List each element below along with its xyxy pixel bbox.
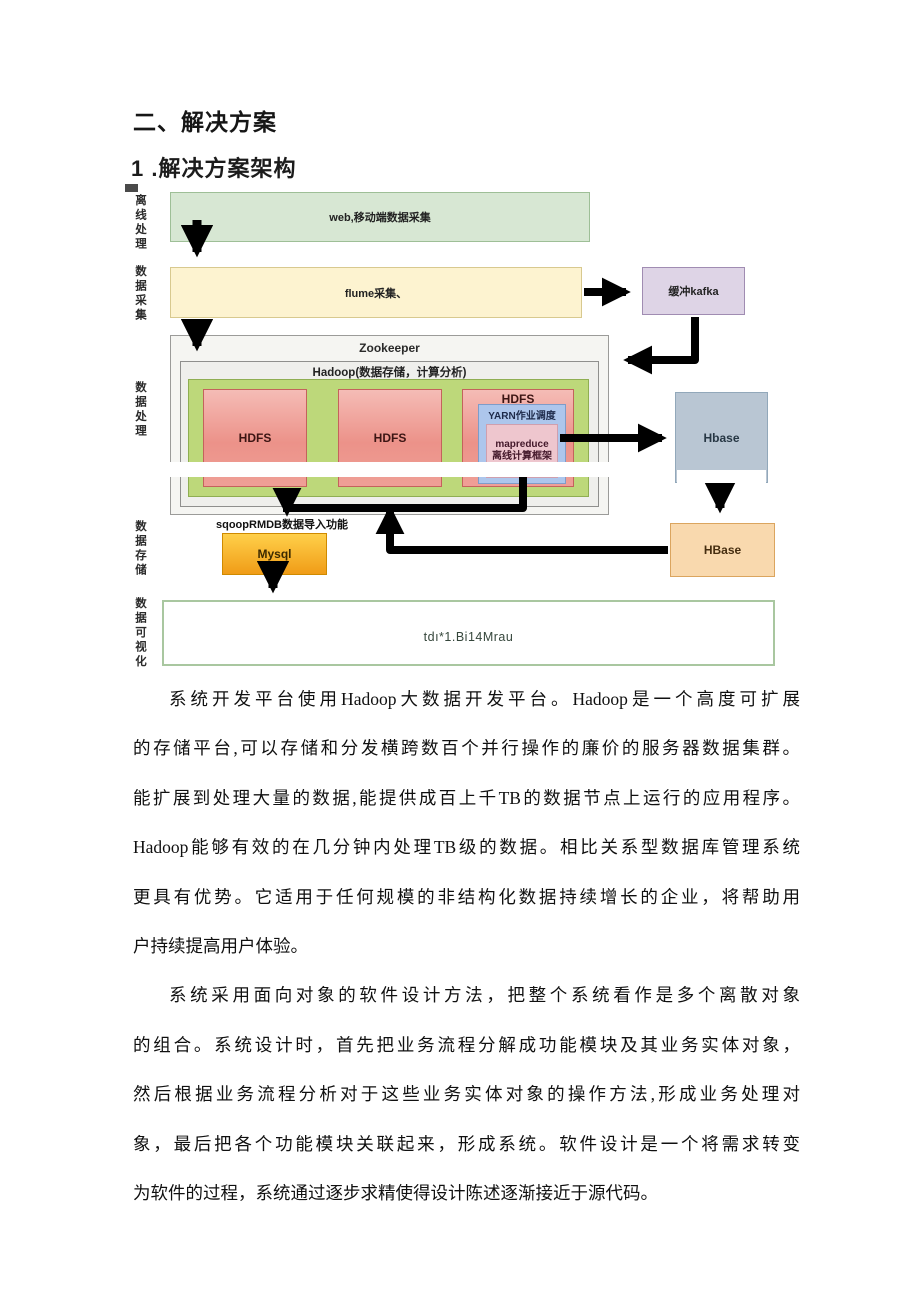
flume-collection-box: flume采集、 <box>170 267 582 318</box>
paragraph-1-line: Hadoop能够有效的在几分钟内处理TB级的数据。相比关系型数据库管理系统 <box>133 837 800 858</box>
white-scan-stripe <box>115 462 675 477</box>
hbase-box: Hbase <box>675 392 768 483</box>
paragraph-2-line: 然后根据业务流程分析对于这些业务实体对象的操作方法,形成业务处理对 <box>133 1084 800 1105</box>
stage-label-offline-processing: 离线处理 <box>134 194 146 252</box>
sqoop-import-label: sqoopRMDB数据导入功能 <box>216 519 348 531</box>
paragraph-2-line: 系统采用面向对象的软件设计方法，把整个系统看作是多个离散对象 <box>169 985 800 1006</box>
section-heading: 二、解决方案 <box>133 109 277 135</box>
paragraph-1-line: 能扩展到处理大量的数据,能提供成百上千TB的数据节点上运行的应用程序。 <box>133 787 800 808</box>
scan-artifact <box>125 184 138 192</box>
stage-label-data-storage: 数据存储 <box>134 520 146 578</box>
paragraph-2-line: 象，最后把各个功能模块关联起来，形成系统。软件设计是一个将需求转变 <box>133 1133 800 1154</box>
paragraph-1-line: 更具有优势。它适用于任何规模的非结构化数据持续增长的企业，将帮助用 <box>133 886 800 907</box>
white-scan-stripe-hbase <box>677 470 766 483</box>
zookeeper-label: Zookeeper <box>359 341 420 355</box>
body-text: 系统开发平台使用Hadoop大数据开发平台。Hadoop是一个高度可扩展 的存储… <box>133 678 800 1221</box>
hbase-storage-box: HBase <box>670 523 775 577</box>
subsection-heading: 1 .解决方案架构 <box>131 156 297 181</box>
visualization-box: tdı*1.Bi14Mrau <box>162 600 775 666</box>
paragraph-1-line: 系统开发平台使用Hadoop大数据开发平台。Hadoop是一个高度可扩展 <box>169 689 800 709</box>
paragraph-2-line: 的组合。系统设计时，首先把业务流程分解成功能模块及其业务实体对象， <box>133 1034 800 1055</box>
arrow-hbase-storage-to-hadoop-icon <box>375 505 668 554</box>
paragraph-2-line: 为软件的过程，系统通过逐步求精使得设计陈述逐渐接近于源代码。 <box>133 1182 658 1203</box>
arrow-mapreduce-to-sqoop-icon <box>272 464 527 517</box>
paragraph-1-line: 户持续提高用户体验。 <box>133 935 308 956</box>
diagram-connectors <box>180 220 737 594</box>
stage-label-data-visualization: 数据可视化 <box>134 597 146 670</box>
web-mobile-data-collection-box: web,移动端数据采集 <box>170 192 590 242</box>
stage-label-data-processing: 数据处理 <box>134 381 146 439</box>
arrow-kafka-to-zookeeper-icon <box>623 317 699 375</box>
hadoop-label: Hadoop(数据存储，计算分析) <box>312 367 467 379</box>
stage-label-data-collection: 数据采集 <box>134 265 146 323</box>
paragraph-1-line: 的存储平台,可以存储和分发横跨数百个并行操作的廉价的服务器数据集群。 <box>133 738 800 759</box>
kafka-buffer-box: 缓冲kafka <box>642 267 745 315</box>
